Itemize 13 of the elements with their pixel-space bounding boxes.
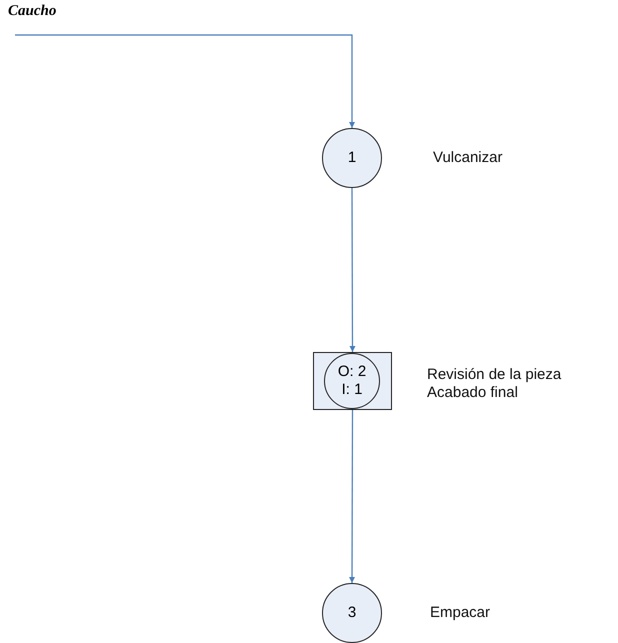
step-description: Revisión de la pieza (427, 366, 562, 384)
inspection-count: I: 1 (342, 381, 362, 399)
operation-circle: 1 (322, 128, 382, 188)
flow-arrow (15, 34, 355, 128)
flow-arrow (349, 188, 356, 352)
step-description: Vulcanizar (433, 149, 502, 167)
step-description: Empacar (430, 604, 490, 622)
operation-circle: 3 (322, 583, 382, 643)
flow-arrow (349, 410, 356, 583)
step-description: Acabado final (427, 384, 518, 402)
process-box (313, 352, 392, 410)
input-label: Caucho (8, 3, 98, 35)
inspection-count: O: 2 (338, 363, 366, 381)
